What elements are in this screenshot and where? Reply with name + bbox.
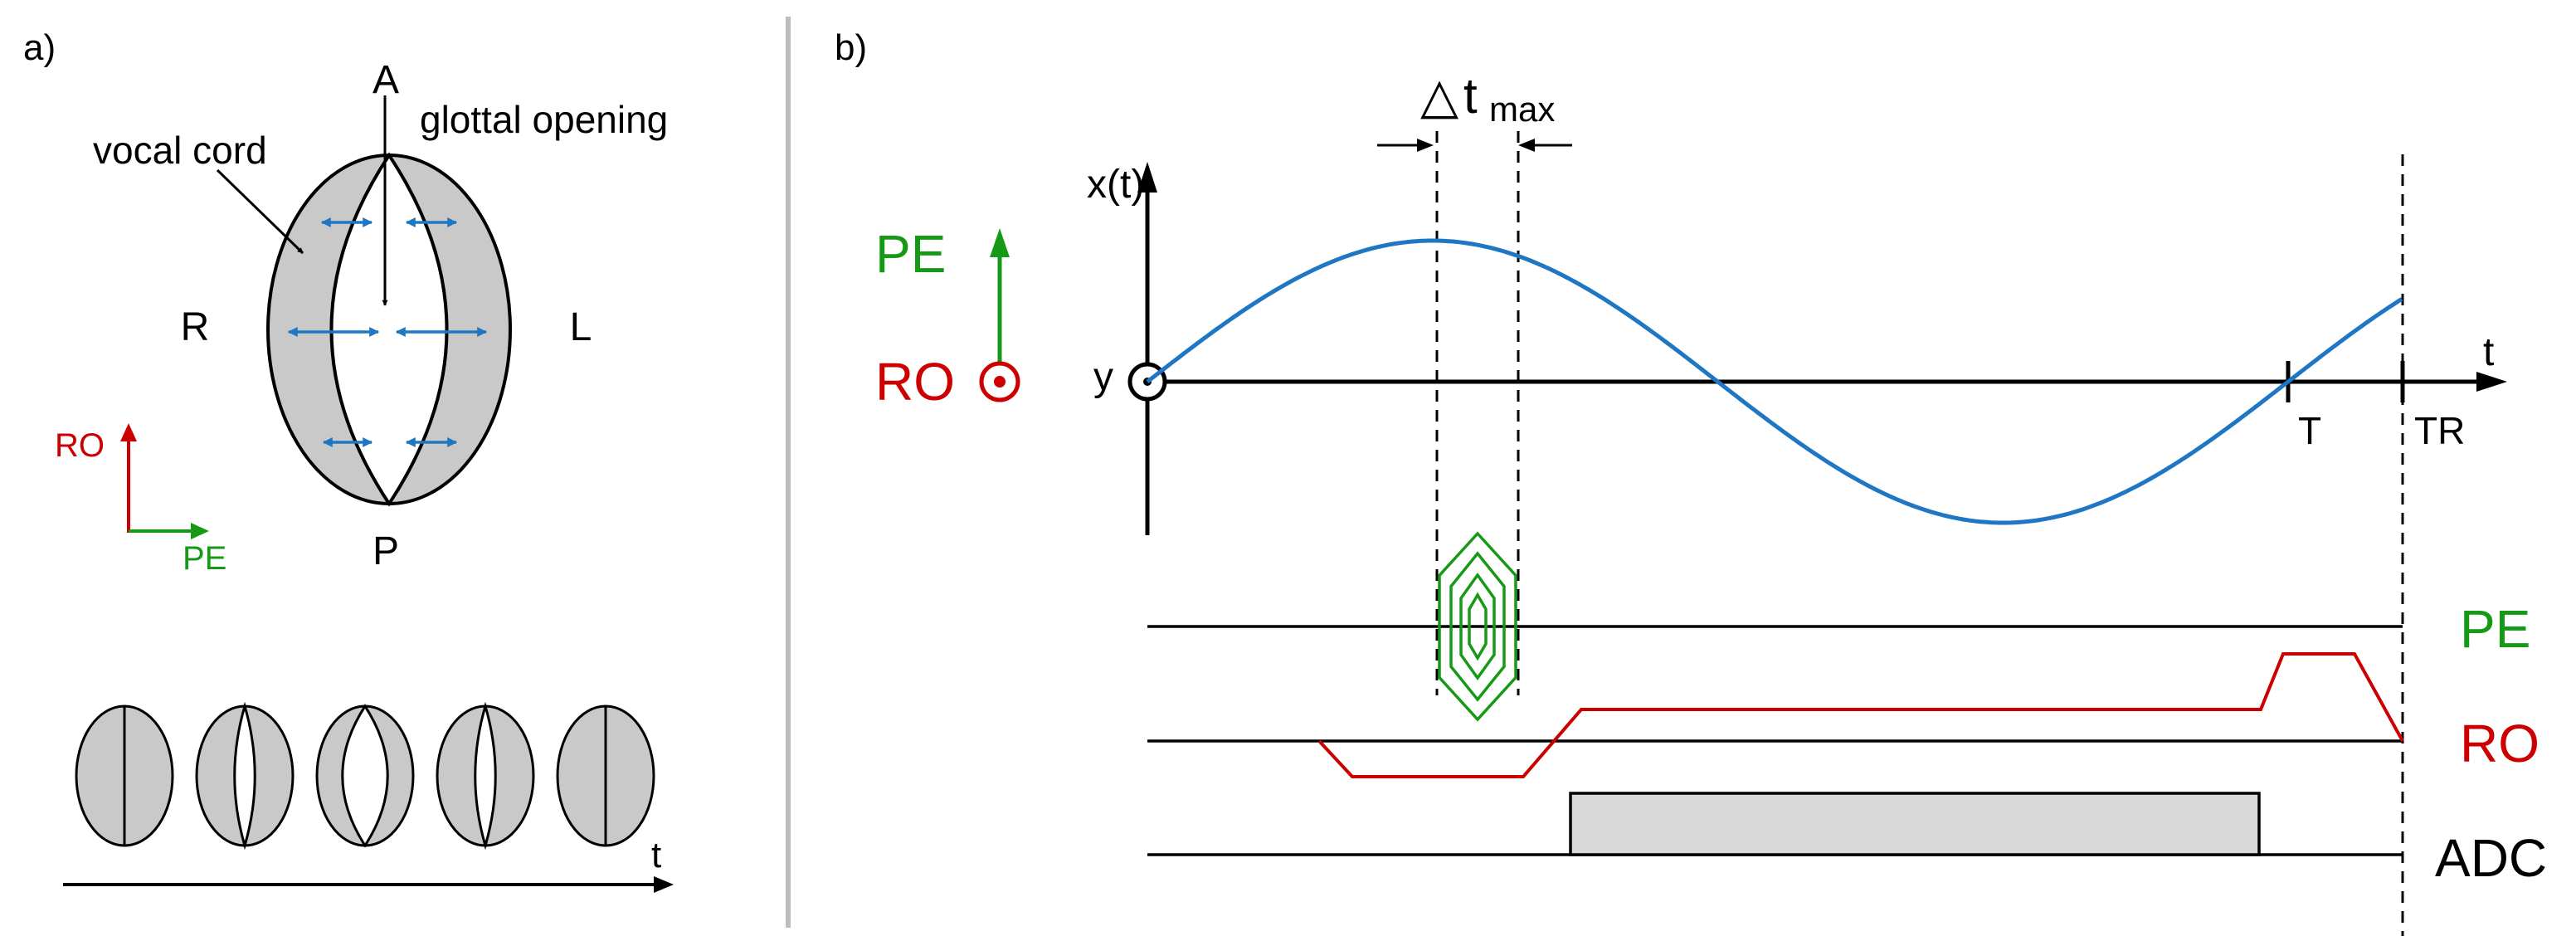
glottis-phase-opening [341,704,389,848]
delta-right-arrowhead [1518,139,1535,152]
legend-ro-dot [994,376,1006,388]
panel-b-label: b) [835,27,867,68]
panel-a-axes [120,423,209,539]
pe-phase-encode-blips [1438,531,1517,722]
ro-gradient-row [1147,652,2404,778]
panel-a-label: a) [23,27,56,68]
ro-gradient-waveform [1317,652,2404,778]
TR-label: TR [2414,409,2465,452]
right-label: R [181,305,210,349]
anterior-label: A [373,58,399,102]
left-label: L [570,305,592,349]
legend-ro-symbol [979,361,1020,402]
row-adc-label: ADC [2435,828,2547,888]
vibration-arrows [287,217,488,447]
adc-row [1147,792,2403,856]
vocal-cord-pointer [216,168,304,255]
legend-ro-label: RO [875,352,955,412]
x-axis-label: x(t) [1087,163,1144,207]
pe-gradient-row [1147,531,2403,722]
glottis-phase-opening [233,701,256,851]
glottal-opening-label: glottal opening [420,98,668,141]
dashed-guides [1435,131,2404,936]
pe-blip-2 [1449,551,1506,702]
glottal-opening-shape [329,152,449,507]
legend-pe-arrowhead [990,228,1010,257]
y-label: y [1093,355,1113,399]
motion-curve [1146,238,2403,525]
delta-left-arrowhead [1417,139,1434,152]
panel-a-time-arrowhead [654,876,674,893]
glottis-sequence [75,701,655,851]
pe-blip-0 [1468,592,1488,661]
posterior-label: P [373,529,399,573]
glottis-phase-opening [474,701,497,851]
glottis-diagram [216,95,512,507]
glottis-phase-2 [315,704,415,848]
T-label: T [2298,409,2321,452]
pe-blip-3 [1438,531,1517,722]
panel-a-pe-label: PE [183,540,226,577]
pe-blip-1 [1459,572,1496,681]
glottis-phase-0 [75,704,174,847]
glottis-phase-3 [436,701,535,851]
t-axis-label: t [2483,330,2494,374]
delta-symbol: △ [1420,68,1458,124]
row-pe-label: PE [2460,599,2530,659]
panel-a-time-label: t [651,835,661,875]
glottis-phase-4 [556,704,655,847]
time-axis-arrowhead [2476,372,2507,392]
legend-pe-label: PE [875,224,946,284]
panel-a-ro-label: RO [55,427,105,464]
vocal-cord-label: vocal cord [93,129,267,172]
adc-window [1569,792,2261,856]
delta-t-label: t [1463,68,1478,124]
glottis-phase-1 [195,701,295,851]
x-axis-arrowhead [1137,162,1157,193]
delta-max-subscript: max [1489,90,1555,129]
row-ro-label: RO [2460,714,2539,773]
